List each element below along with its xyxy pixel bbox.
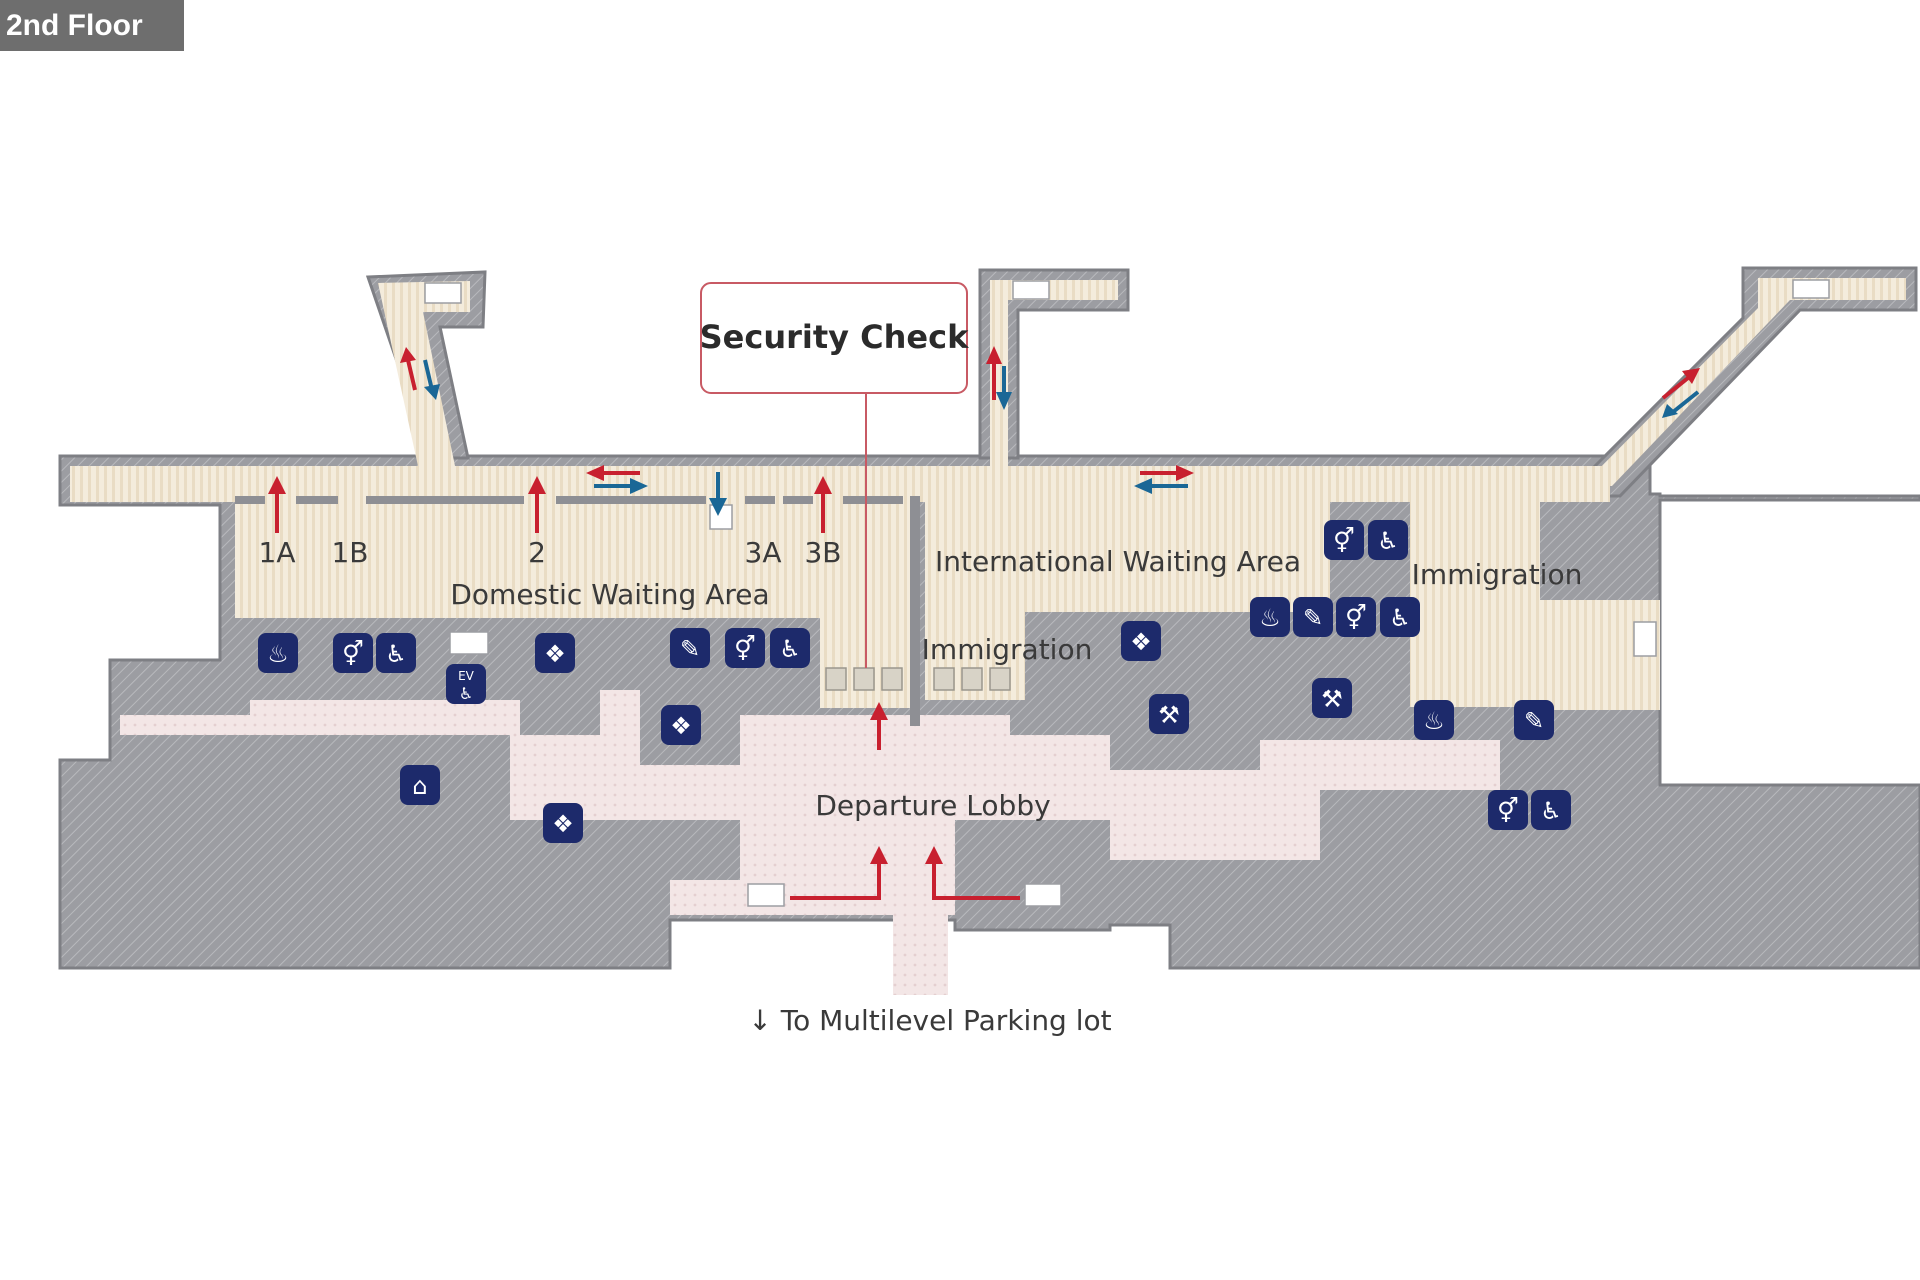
svg-text:♿: ♿: [1540, 797, 1562, 825]
gift-shop-icon: ❖: [535, 633, 575, 673]
gift-shop-icon: ❖: [1121, 621, 1161, 661]
restroom-icon: ⚥: [1488, 790, 1528, 830]
immigration-center-label: Immigration: [922, 633, 1093, 666]
facility-icons: ♨⚥♿EV♿❖✎⚥♿❖⌂❖⚥♿♨✎⚥♿❖⚒⚒♨✎⚥♿: [258, 520, 1571, 843]
security-lanes: [825, 667, 1011, 691]
floor-label: 2nd Floor: [0, 0, 184, 51]
gate-1b-label: 1B: [331, 536, 368, 569]
restroom-icon: ⚥: [1324, 520, 1364, 560]
walkways: [70, 278, 1906, 710]
international-waiting-area-label: International Waiting Area: [935, 545, 1301, 578]
departure-lobby-label: Departure Lobby: [815, 789, 1050, 822]
landside-lobby: [120, 690, 1500, 995]
svg-text:✎: ✎: [680, 635, 700, 663]
accessible-restroom-icon: ♿: [1368, 520, 1408, 560]
gate-3a-label: 3A: [745, 536, 782, 569]
svg-text:❖: ❖: [552, 810, 574, 838]
security-check-callout: Security Check: [700, 282, 969, 668]
svg-text:⚒: ⚒: [1321, 685, 1343, 713]
lounge-icon: ⌂: [400, 765, 440, 805]
svg-text:⚥: ⚥: [734, 635, 756, 663]
svg-text:♿: ♿: [459, 684, 473, 703]
immigration-east-label: Immigration: [1412, 558, 1583, 591]
svg-text:♨: ♨: [267, 640, 289, 668]
svg-text:⚥: ⚥: [1345, 604, 1367, 632]
restroom-icon: ⚥: [1336, 597, 1376, 637]
svg-text:⚥: ⚥: [342, 640, 364, 668]
map-labels: 1A 1B 2 3A 3B Domestic Waiting Area Inte…: [259, 536, 1583, 1037]
svg-text:⚒: ⚒: [1158, 701, 1180, 729]
gate-2-label: 2: [528, 536, 546, 569]
accessible-restroom-icon: ♿: [376, 633, 416, 673]
svg-text:✎: ✎: [1524, 707, 1544, 735]
restaurant-icon: ⚒: [1149, 694, 1189, 734]
accessible-restroom-icon: ♿: [1380, 597, 1420, 637]
nursing-room-icon: ✎: [1293, 597, 1333, 637]
gate-1a-label: 1A: [259, 536, 296, 569]
smoking-area-icon: ♨: [1250, 597, 1290, 637]
svg-text:❖: ❖: [670, 712, 692, 740]
accessible-restroom-icon: ♿: [1531, 790, 1571, 830]
nursing-room-icon: ✎: [1514, 700, 1554, 740]
svg-text:♨: ♨: [1423, 707, 1445, 735]
svg-text:❖: ❖: [544, 640, 566, 668]
elevator-label: EV: [458, 669, 475, 683]
restroom-icon: ⚥: [725, 628, 765, 668]
flow-arrows: [268, 346, 1700, 900]
gift-shop-icon: ❖: [661, 705, 701, 745]
svg-text:✎: ✎: [1303, 604, 1323, 632]
domestic-waiting-area-label: Domestic Waiting Area: [450, 578, 769, 611]
svg-text:❖: ❖: [1130, 628, 1152, 656]
gift-shop-icon: ❖: [543, 803, 583, 843]
parking-direction-label: ↓ To Multilevel Parking lot: [748, 1004, 1111, 1037]
restroom-icon: ⚥: [333, 633, 373, 673]
corridor-partitions: [235, 496, 920, 726]
svg-text:⚥: ⚥: [1333, 527, 1355, 555]
smoking-area-icon: ♨: [258, 633, 298, 673]
nursing-room-icon: ✎: [670, 628, 710, 668]
svg-text:♿: ♿: [1377, 527, 1399, 555]
smoking-area-icon: ♨: [1414, 700, 1454, 740]
accessible-restroom-icon: ♿: [770, 628, 810, 668]
accessible-elevator-icon: EV♿: [446, 664, 486, 704]
svg-text:⌂: ⌂: [412, 772, 427, 800]
security-check-label: Security Check: [700, 318, 969, 356]
svg-text:♿: ♿: [385, 640, 407, 668]
svg-text:♨: ♨: [1259, 604, 1281, 632]
svg-text:♿: ♿: [1389, 604, 1411, 632]
gate-3b-label: 3B: [804, 536, 841, 569]
svg-text:⚥: ⚥: [1497, 797, 1519, 825]
svg-text:♿: ♿: [779, 635, 801, 663]
restaurant-icon: ⚒: [1312, 678, 1352, 718]
